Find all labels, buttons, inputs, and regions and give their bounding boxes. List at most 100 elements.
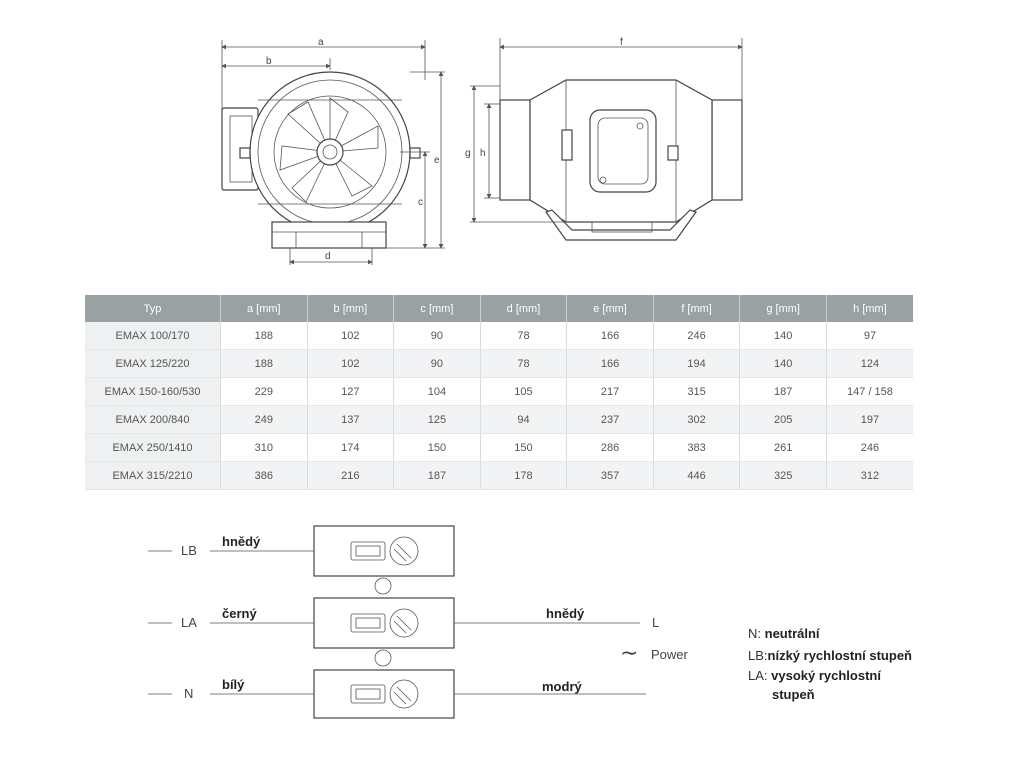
dim-f-label: f [620,37,623,48]
dim-g-label: g [465,148,471,159]
cell: EMAX 100/170 [85,322,221,350]
col-header: d [mm] [480,295,568,322]
dim-c-label: c [418,197,423,208]
cell: EMAX 150-160/530 [85,377,221,406]
cell: 150 [480,433,568,462]
table-row: EMAX 250/1410 310 174 150 150 286 383 26… [85,433,913,462]
cell: 90 [393,349,481,378]
dim-e-label: e [434,155,440,166]
cell: 147 / 158 [826,377,913,406]
cell: 78 [480,322,568,350]
cell: 94 [480,405,568,434]
table-row: EMAX 100/170 188 102 90 78 166 246 140 9… [85,322,913,350]
cell: 150 [393,433,481,462]
table-row: EMAX 125/220 188 102 90 78 166 194 140 1… [85,349,913,378]
cell: 140 [739,349,827,378]
cell: 125 [393,405,481,434]
cell: 187 [739,377,827,406]
cell: 246 [826,433,913,462]
ac-tilde-icon: ∼ [620,640,639,665]
dim-a-label: a [318,37,324,48]
dim-d-label: d [325,251,331,262]
col-header: e [mm] [566,295,654,322]
power-label: Power [651,647,688,662]
col-header: b [mm] [307,295,395,322]
legend-n-key: N: [748,626,761,641]
cell: 310 [220,433,308,462]
legend-lb-key: LB: [748,648,768,663]
cell: EMAX 200/840 [85,405,221,434]
cell: 357 [566,461,654,490]
cell: 188 [220,349,308,378]
wire-color-l: hnědý [546,606,585,621]
cell: 124 [826,349,913,378]
dimension-table: Typ a [mm] b [mm] c [mm] d [mm] e [mm] f… [85,295,913,490]
dim-h-label: h [480,148,486,159]
cell: 261 [739,433,827,462]
cell: 105 [480,377,568,406]
cell: EMAX 315/2210 [85,461,221,490]
wire-color-power: modrý [542,679,582,694]
cell: 102 [307,349,395,378]
cell: 216 [307,461,395,490]
cell: 166 [566,322,654,350]
cell: 102 [307,322,395,350]
col-header: f [mm] [653,295,741,322]
cell: EMAX 250/1410 [85,433,221,462]
cell: 217 [566,377,654,406]
cell: 137 [307,405,395,434]
legend-la-text-2: stupeň [772,687,815,702]
cell: 386 [220,461,308,490]
dim-b-label: b [266,56,272,67]
col-header: a [mm] [220,295,308,322]
cell: 286 [566,433,654,462]
cell: 383 [653,433,741,462]
cell: 140 [739,322,827,350]
front-view: a b [221,37,445,265]
cell: 97 [826,322,913,350]
cell: 249 [220,405,308,434]
cell: 237 [566,405,654,434]
cell: EMAX 125/220 [85,349,221,378]
cell: 127 [307,377,395,406]
cell: 78 [480,349,568,378]
table-header-row: Typ a [mm] b [mm] c [mm] d [mm] e [mm] f… [85,295,913,322]
table-row: EMAX 150-160/530 229 127 104 105 217 315… [85,377,913,406]
cell: 90 [393,322,481,350]
cell: 187 [393,461,481,490]
col-header: h [mm] [826,295,913,322]
legend-la-key: LA: [748,668,768,683]
cell: 194 [653,349,741,378]
legend-la-text-1: vysoký rychlostní [771,668,881,683]
cell: 312 [826,461,913,490]
cell: 166 [566,349,654,378]
terminal-n-label: N [184,686,194,701]
cell: 205 [739,405,827,434]
terminal-lb-label: LB [181,543,197,558]
cell: 446 [653,461,741,490]
table-row: EMAX 315/2210 386 216 187 178 357 446 32… [85,461,913,490]
wire-color-n: bílý [222,677,245,692]
cell: 315 [653,377,741,406]
wiring-diagram [148,525,646,719]
legend-la: LA: vysoký rychlostní [748,668,881,683]
cell: 178 [480,461,568,490]
cell: 197 [826,405,913,434]
cell: 188 [220,322,308,350]
cell: 302 [653,405,741,434]
terminal-la-label: LA [181,615,197,630]
cell: 246 [653,322,741,350]
col-header: g [mm] [739,295,827,322]
legend-lb-text: nízký rychlostní stupeň [767,648,912,663]
legend-n: N: neutrální [748,626,820,641]
terminal-l-label: L [652,615,660,630]
wire-color-lb: hnědý [222,534,261,549]
cell: 229 [220,377,308,406]
cell: 174 [307,433,395,462]
legend-lb: LB:nízký rychlostní stupeň [748,648,912,663]
wire-color-la: černý [222,606,257,621]
side-view: f g h [465,37,743,241]
cell: 325 [739,461,827,490]
table-row: EMAX 200/840 249 137 125 94 237 302 205 … [85,405,913,434]
